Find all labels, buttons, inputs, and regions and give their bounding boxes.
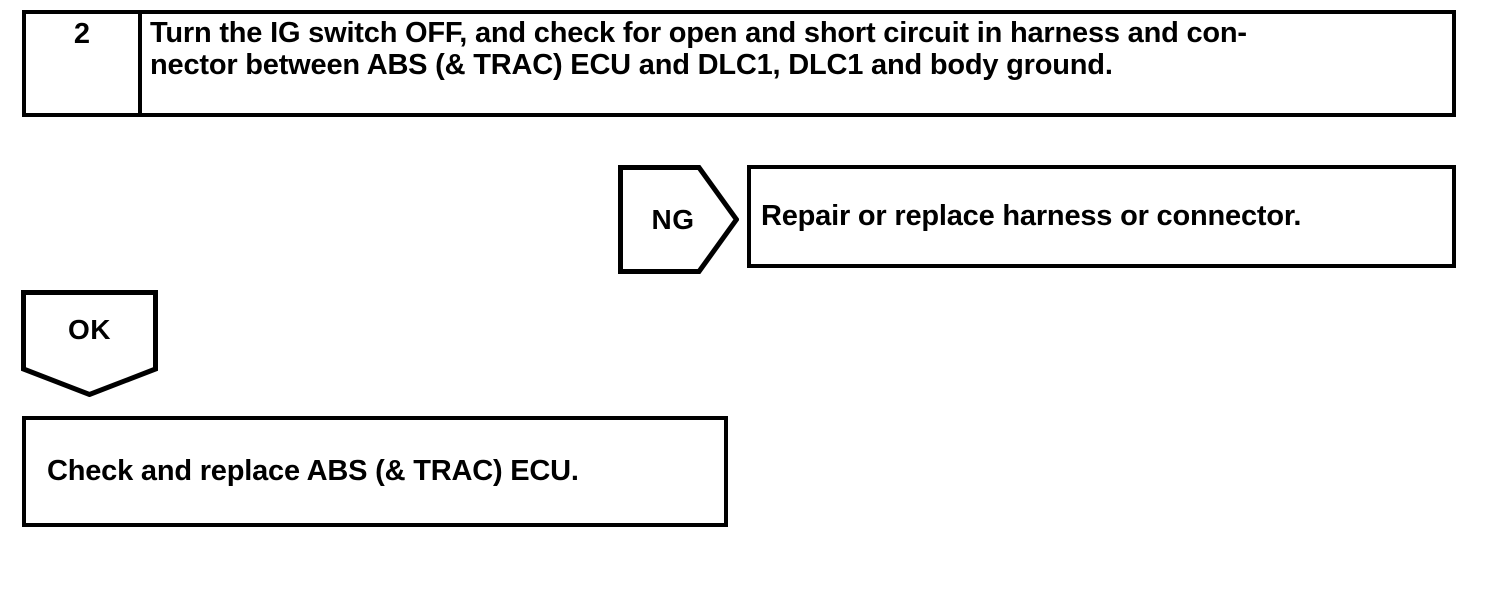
ng-result-box: Repair or replace harness or connector.	[747, 165, 1456, 268]
step-box: 2 Turn the IG switch OFF, and check for …	[22, 10, 1456, 117]
step-instruction-line2: nector between ABS (& TRAC) ECU and DLC1…	[150, 49, 1113, 81]
step-number: 2	[26, 14, 142, 113]
ok-label: OK	[68, 314, 111, 345]
ok-result-text: Check and replace ABS (& TRAC) ECU.	[47, 455, 579, 487]
ng-connector: NG	[618, 165, 739, 274]
ng-label: NG	[651, 203, 695, 235]
ok-result-box: Check and replace ABS (& TRAC) ECU.	[22, 416, 728, 527]
ok-connector: OK	[21, 290, 158, 397]
step-instruction-line1: Turn the IG switch OFF, and check for op…	[150, 17, 1247, 49]
ok-pentagon-icon	[21, 290, 158, 397]
ng-pentagon-icon	[618, 165, 739, 274]
step-instruction: Turn the IG switch OFF, and check for op…	[142, 14, 1452, 113]
ng-result-text: Repair or replace harness or connector.	[761, 200, 1302, 232]
